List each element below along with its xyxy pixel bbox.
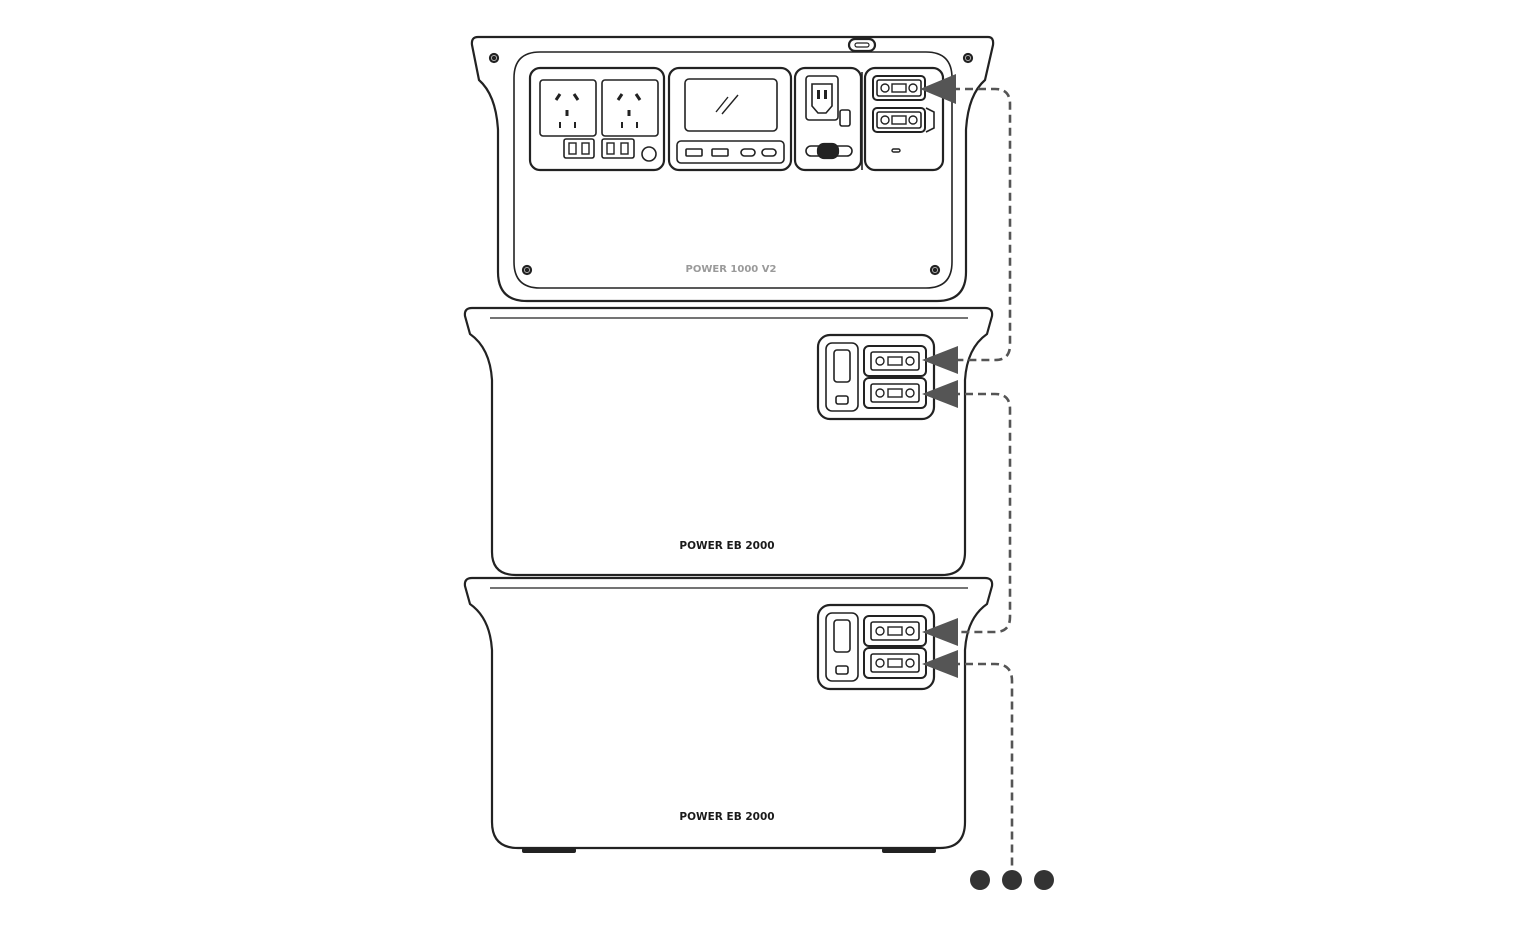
ac-outlet-panel (528, 66, 666, 172)
connection-arrows (920, 74, 958, 678)
dot (970, 870, 990, 890)
dot (1002, 870, 1022, 890)
expansion-port-panel (861, 66, 945, 172)
cable-battery-2-to-next (952, 662, 1014, 866)
ac-input-panel (793, 66, 863, 172)
cable-main-to-battery-1 (952, 87, 1012, 362)
arrow-main-port (920, 74, 956, 104)
expansion-battery-1 (463, 306, 994, 577)
connection-cables (952, 87, 1014, 866)
main-power-station (470, 35, 995, 303)
battery-1-label: POWER EB 2000 (679, 540, 774, 552)
display-usb-panel (667, 66, 793, 172)
battery-2-label: POWER EB 2000 (679, 811, 774, 823)
arrow-battery-2-port-b (922, 650, 958, 678)
cable-battery-1-to-battery-2 (952, 392, 1012, 634)
expansion-battery-2 (463, 576, 994, 853)
arrow-battery-1-port-b (922, 380, 958, 408)
continuation-dots (970, 870, 1054, 890)
dot (1034, 870, 1054, 890)
arrow-battery-2-port-a (922, 618, 958, 646)
arrow-battery-1-port-a (922, 346, 958, 374)
main-unit-label: POWER 1000 V2 (686, 264, 777, 275)
